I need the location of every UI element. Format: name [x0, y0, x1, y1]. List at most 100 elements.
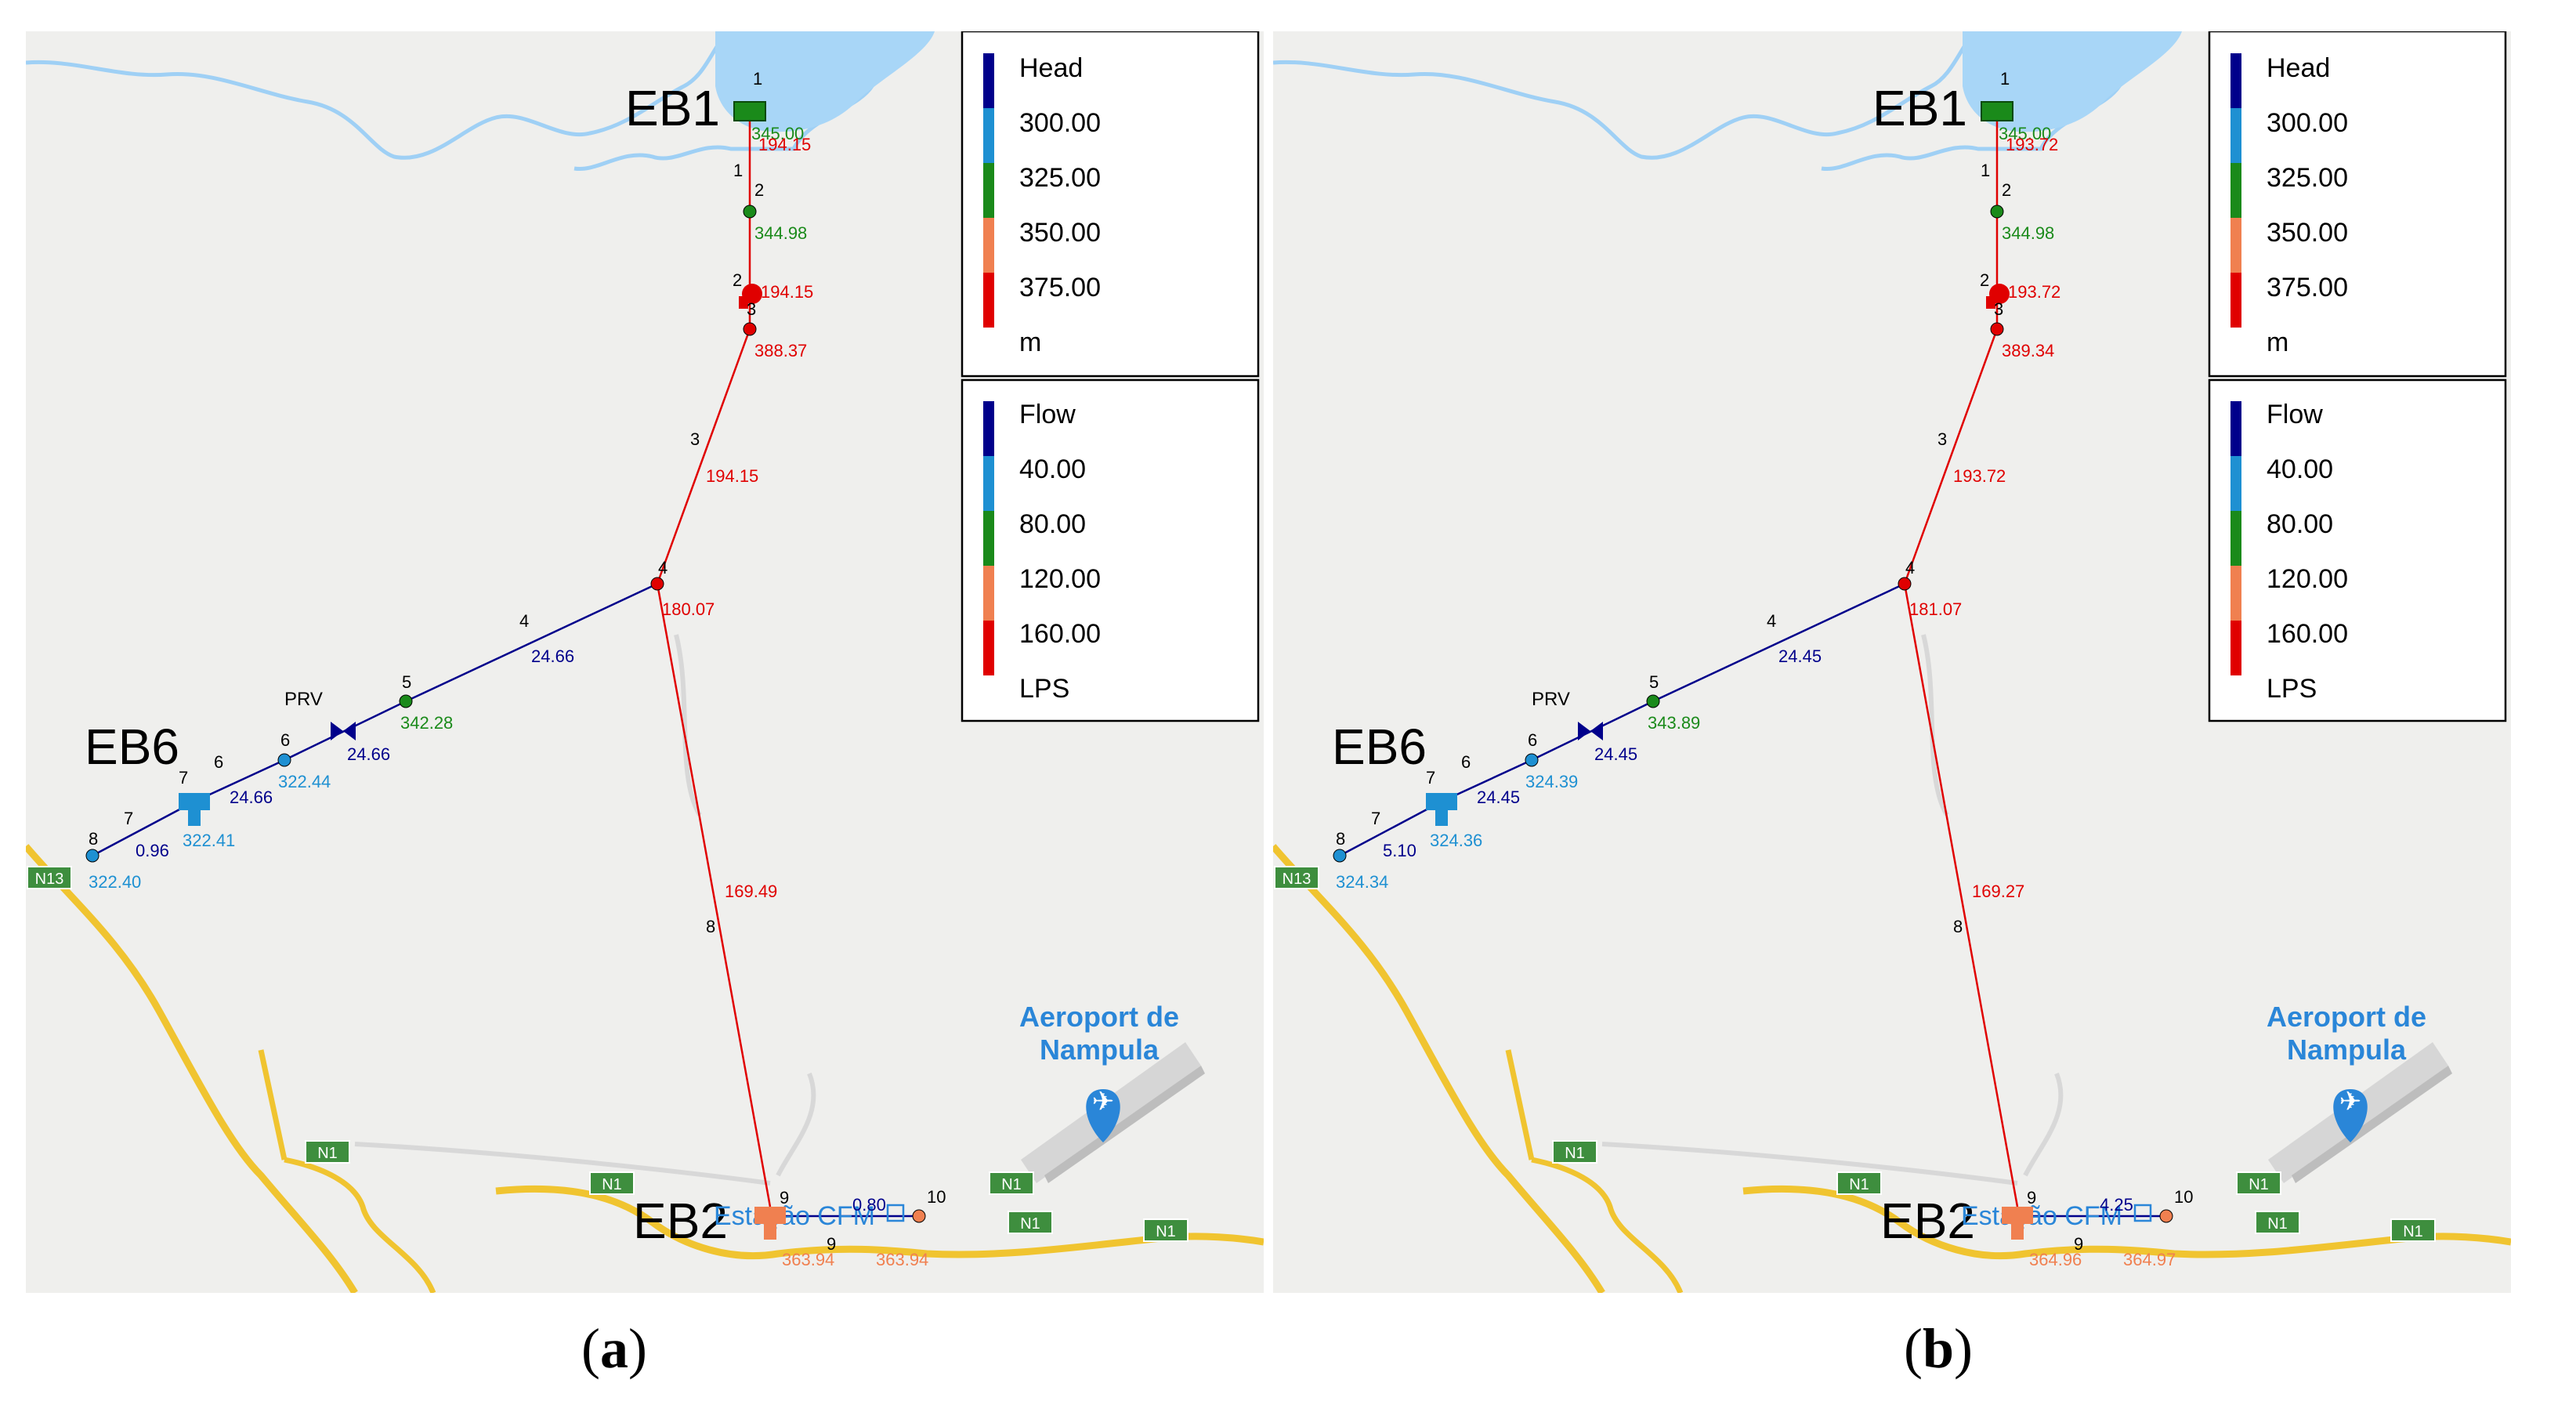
node-3[interactable] [1990, 322, 2004, 336]
flow-legend: Flow 40.00 80.00 120.00 160.00 LPS [2208, 378, 2507, 722]
legend-value: 40.00 [1019, 454, 1086, 484]
pipe-7[interactable] [1339, 800, 1442, 857]
pipe-4[interactable] [405, 582, 658, 703]
reservoir-eb1[interactable] [733, 101, 766, 121]
flow-label-l8: 169.27 [1972, 882, 2024, 901]
legend-color-swatch [983, 273, 994, 328]
link-id-label: 6 [1461, 752, 1471, 772]
link-id-label: 8 [706, 917, 715, 936]
legend-value: 120.00 [2267, 564, 2348, 594]
road-shield: N1 [2255, 1211, 2300, 1234]
legend-title: Flow [2267, 400, 2323, 429]
legend-value: 300.00 [2267, 108, 2348, 138]
node-8[interactable] [1333, 849, 1347, 863]
node-4[interactable] [650, 577, 664, 591]
flow-label-prv: 24.66 [347, 744, 390, 764]
prv-valve-icon[interactable] [331, 722, 356, 740]
link-id-label: 3 [1937, 429, 1947, 449]
minor-road [776, 1072, 816, 1177]
head-label-n1: 345.00 [751, 124, 804, 143]
svg-text:✈: ✈ [1092, 1087, 1115, 1117]
pump-eb1[interactable] [1986, 284, 2010, 309]
legend-value: 40.00 [2267, 454, 2333, 484]
minor-road [2023, 1072, 2064, 1177]
node-id-label: 10 [927, 1187, 946, 1207]
legend-color-swatch [983, 621, 994, 675]
head-legend: Head 300.00 325.00 350.00 375.00 m [2208, 31, 2507, 378]
head-label-n6: 324.39 [1525, 772, 1578, 791]
pipe-8[interactable] [1903, 583, 2019, 1207]
caption-a: (a) [581, 1317, 647, 1380]
pump-eb1[interactable] [739, 284, 762, 309]
tank-eb6[interactable] [179, 793, 210, 826]
node-id-label: 2 [754, 180, 764, 200]
pipe-4[interactable] [1652, 582, 1905, 703]
node-10[interactable] [912, 1209, 926, 1223]
node-4[interactable] [1898, 577, 1912, 591]
airport-label: Aeroport de [2267, 1001, 2426, 1033]
pipe-3[interactable] [656, 328, 751, 585]
road-shield: N13 [1274, 866, 1319, 889]
station-eb1: EB1 [625, 80, 720, 136]
road-shield: N1 [589, 1171, 635, 1195]
node-id-label: 10 [2174, 1187, 2193, 1207]
tank-eb2[interactable] [754, 1207, 786, 1240]
node-8[interactable] [85, 849, 99, 863]
lake-body [1963, 31, 2182, 132]
road-shield: N1 [2236, 1171, 2281, 1195]
road-shield-label: N13 [1283, 871, 1312, 888]
legend-color-swatch [983, 401, 994, 456]
head-label-n9: 363.94 [782, 1250, 834, 1269]
legend-value: 80.00 [1019, 509, 1086, 539]
road-shield-label: N1 [2249, 1176, 2269, 1193]
link-id-label: 7 [1371, 809, 1380, 828]
node-6[interactable] [277, 753, 291, 767]
reservoir-eb1[interactable] [1981, 101, 2013, 121]
node-2[interactable] [1990, 205, 2004, 219]
pipe-8[interactable] [656, 583, 772, 1207]
station-eb2: EB2 [1880, 1193, 1975, 1249]
tank-eb2[interactable] [2002, 1207, 2033, 1240]
road-shield-label: N1 [602, 1176, 622, 1193]
head-label-n8: 324.34 [1336, 872, 1388, 892]
station-cfm-icon [886, 1204, 905, 1222]
link-id-label: 7 [124, 809, 133, 828]
node-5[interactable] [399, 694, 413, 708]
node-id-label: 5 [1649, 672, 1659, 692]
prv-valve-icon[interactable] [1578, 722, 1603, 740]
node-3[interactable] [743, 322, 757, 336]
node-6[interactable] [1525, 753, 1539, 767]
road [258, 1049, 288, 1160]
legend-color-swatch [983, 456, 994, 511]
head-label-n5: 342.28 [400, 713, 453, 733]
minor-road [1601, 1142, 2018, 1186]
legend-color-swatch [2230, 53, 2241, 108]
road-shield: N1 [305, 1140, 350, 1164]
link-id-label: 9 [2074, 1234, 2083, 1254]
pipe-3[interactable] [1903, 328, 1999, 585]
legend-color-swatch [2230, 218, 2241, 273]
legend-title: Head [2267, 53, 2330, 83]
node-2[interactable] [743, 205, 757, 219]
link-id-label: 1 [1981, 161, 1990, 180]
road-shield-label: N1 [1156, 1223, 1176, 1240]
node-id-label: 6 [280, 730, 290, 750]
tank-eb6[interactable] [1426, 793, 1457, 826]
road-shield: N1 [1008, 1211, 1053, 1234]
node-5[interactable] [1646, 694, 1660, 708]
road-shield-label: N1 [1565, 1145, 1585, 1162]
node-10[interactable] [2159, 1209, 2173, 1223]
road-shield: N13 [27, 866, 72, 889]
flow-label-l6: 24.45 [1477, 787, 1520, 807]
flow-label-l3: 193.72 [1953, 466, 2006, 486]
head-label-n3: 389.34 [2002, 341, 2054, 360]
road-shield-label: N1 [317, 1145, 338, 1162]
legend-unit: m [2267, 328, 2288, 357]
flow-label-l2: 193.72 [2008, 282, 2060, 302]
legend-color-swatch [2230, 511, 2241, 566]
pipe-7[interactable] [92, 800, 195, 857]
station-cfm-label: Estação CFM [714, 1201, 875, 1231]
flow-label-l4: 181.07 [1909, 599, 1962, 619]
legend-color-swatch [983, 511, 994, 566]
